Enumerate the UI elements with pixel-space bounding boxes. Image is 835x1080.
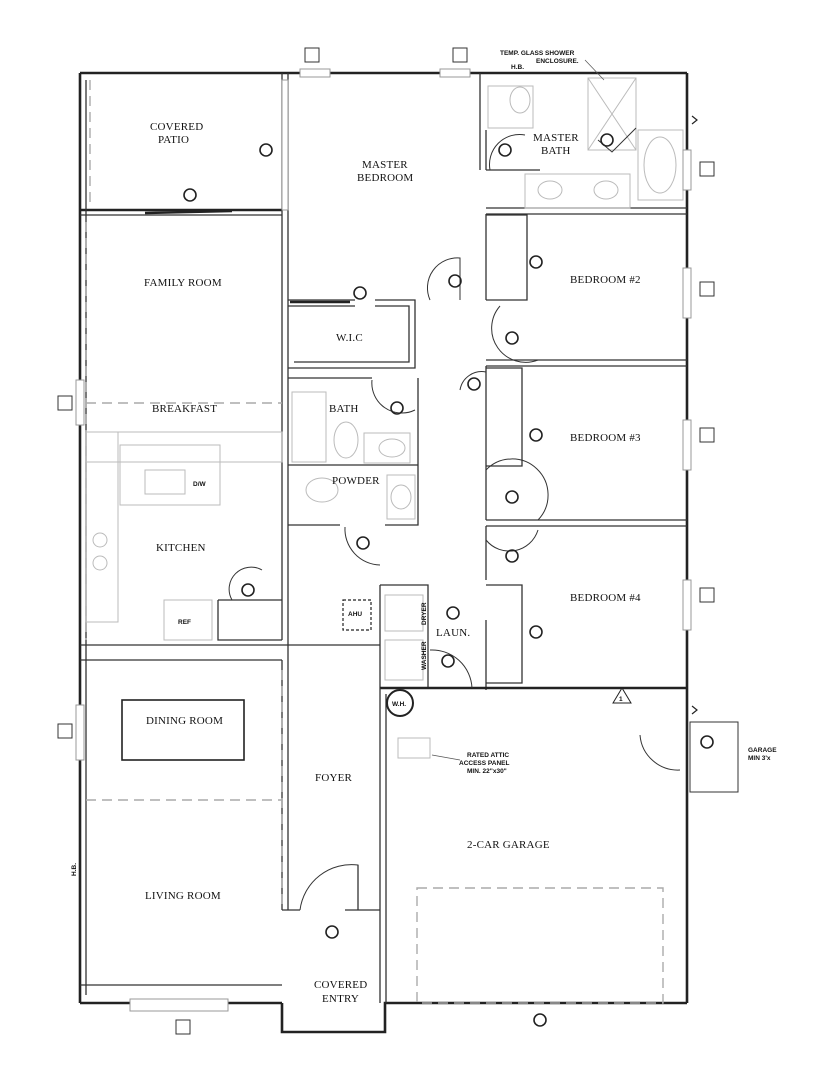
mechanical: AHU W.H. DRYER WASHER 1: [342, 599, 739, 793]
bath-fixtures: [291, 77, 684, 681]
note-hb-left: H.B.: [71, 863, 78, 876]
refrigerator-label: REF: [178, 619, 191, 626]
annotations: TEMP. GLASS SHOWER ENCLOSURE. H.B. RATED…: [71, 50, 777, 876]
label-master-bath-1: MASTER: [533, 132, 579, 144]
dishwasher-label: D/W: [193, 481, 207, 488]
label-covered-entry-2: ENTRY: [322, 993, 359, 1005]
label-covered-entry-1: COVERED: [314, 979, 367, 991]
note-temp-glass: TEMP. GLASS SHOWER: [500, 50, 575, 57]
note-enclosure: ENCLOSURE.: [536, 58, 579, 65]
exterior-walls: [78, 71, 689, 1034]
label-master-bedroom-1: MASTER: [362, 159, 408, 171]
label-master-bedroom-2: BEDROOM: [357, 172, 413, 184]
label-bedroom-3: BEDROOM #3: [570, 432, 641, 444]
label-bath: BATH: [329, 403, 359, 415]
label-bedroom-4: BEDROOM #4: [570, 592, 641, 604]
label-foyer: FOYER: [315, 772, 353, 784]
dining-table: [121, 699, 245, 761]
label-master-bath-2: BATH: [541, 145, 571, 157]
label-living-room: LIVING ROOM: [145, 890, 221, 902]
label-powder: POWDER: [332, 475, 380, 487]
room-labels: COVERED PATIO MASTER BEDROOM MASTER BATH…: [144, 121, 641, 1005]
note-garage-door-2: MIN 3'x: [748, 755, 771, 762]
window-tags: [57, 47, 715, 1035]
label-kitchen: KITCHEN: [156, 542, 206, 554]
note-attic-3: MIN. 22"x30": [467, 768, 507, 775]
label-covered-patio-2: PATIO: [158, 134, 189, 146]
note-attic-2: ACCESS PANEL: [459, 760, 509, 767]
label-breakfast: BREAKFAST: [152, 403, 217, 415]
label-wic: W.I.C: [336, 332, 363, 344]
windows: [75, 68, 692, 1012]
label-bedroom-2: BEDROOM #2: [570, 274, 641, 286]
label-family-room: FAMILY ROOM: [144, 277, 222, 289]
water-heater-label: W.H.: [392, 701, 406, 708]
outlets: [183, 133, 714, 1027]
ahu-label: AHU: [348, 611, 362, 618]
label-dining-room: DINING ROOM: [146, 715, 223, 727]
note-garage-door-1: GARAGE: [748, 747, 777, 754]
dashed-dividers: [85, 80, 664, 1004]
kitchen-fixtures: D/W REF: [85, 431, 283, 641]
dryer-label: DRYER: [421, 602, 428, 625]
note-attic-1: RATED ATTIC: [467, 752, 509, 759]
label-garage: 2-CAR GARAGE: [467, 839, 550, 851]
label-laundry: LAUN.: [436, 627, 470, 639]
washer-label: WASHER: [421, 641, 428, 670]
note-hb-top: H.B.: [511, 64, 524, 71]
revision-mark: 1: [619, 696, 623, 703]
label-covered-patio-1: COVERED: [150, 121, 203, 133]
